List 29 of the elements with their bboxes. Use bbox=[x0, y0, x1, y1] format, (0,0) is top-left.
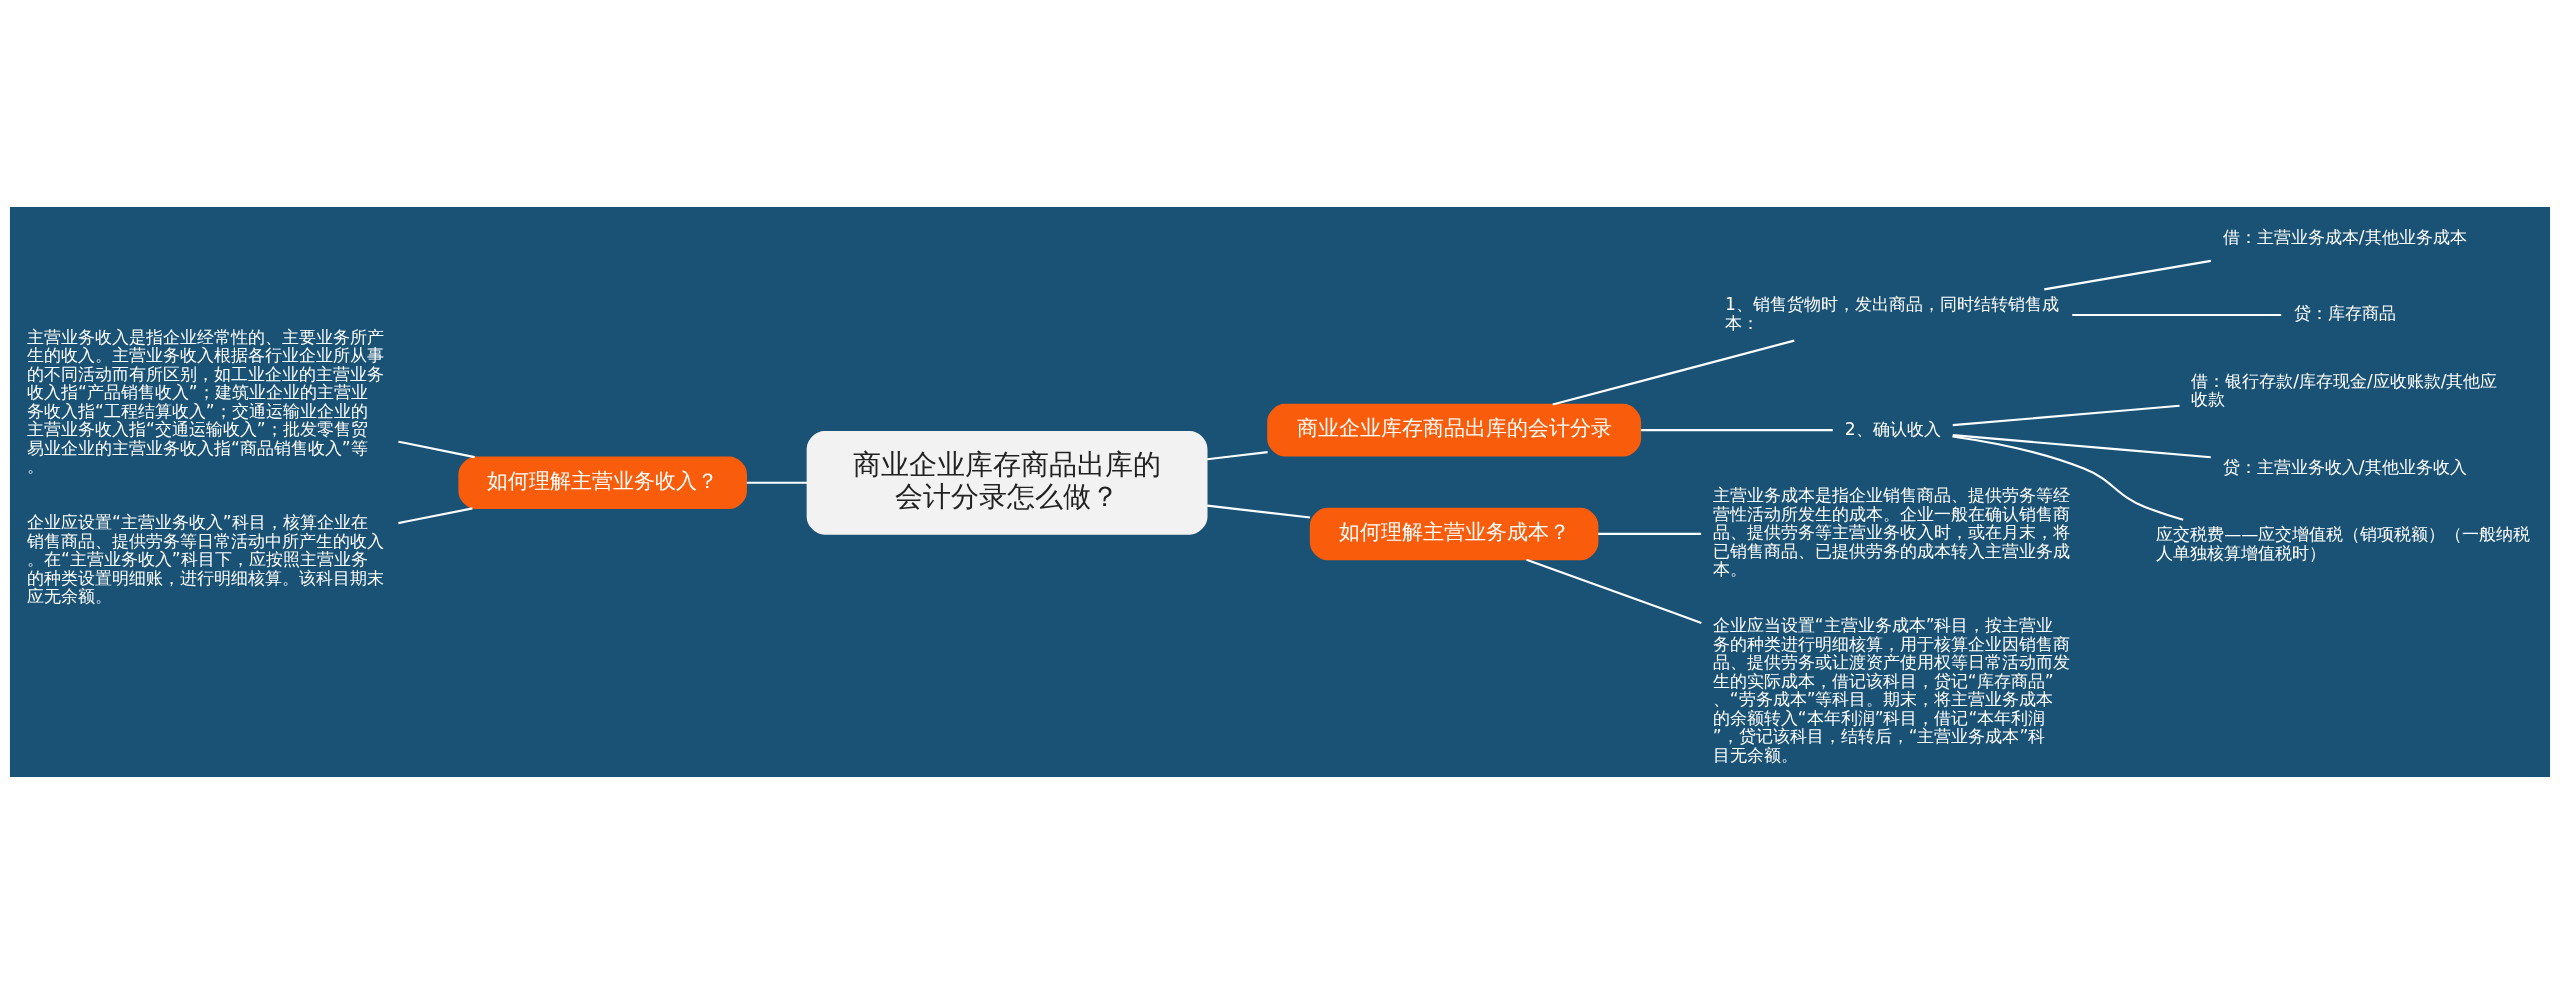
connector bbox=[398, 506, 473, 524]
node-text: 主营业务成本是指企业销售商品、提供劳务等经营性活动所发生的成本。企业一般在确认销售商品、提供劳务等主营业务收入时，或在月末，将已销售商品、已提供劳务的成本转入主营业务成本。 bbox=[1712, 484, 2070, 579]
node-box: 商业企业库存商品出库的会计分录怎么做？ bbox=[806, 430, 1208, 535]
node-text: 应交税费——应交增值税（销项税额）（一般纳税人单独核算增值税时） bbox=[2156, 523, 2531, 563]
connector bbox=[1952, 434, 2184, 521]
node-text: 借：主营业务成本/其他业务成本 bbox=[2222, 226, 2467, 247]
connector bbox=[1598, 532, 1702, 535]
node-text: 2、确认收入 bbox=[1844, 418, 1941, 439]
node-text: 贷：主营业务收入/其他业务收入 bbox=[2222, 456, 2467, 477]
node-text: 借：银行存款/库存现金/应收账款/其他应收款 bbox=[2191, 370, 2498, 409]
connector bbox=[1952, 433, 2211, 458]
connector bbox=[2072, 313, 2282, 316]
node-box: 如何理解主营业务收入？ bbox=[458, 455, 747, 509]
node-text: 1、销售货物时，发出商品，同时结转销售成本： bbox=[1724, 293, 2059, 333]
connector bbox=[1640, 428, 1833, 431]
connector bbox=[1952, 404, 2180, 426]
connector bbox=[398, 440, 475, 458]
node-text: 企业应设置“主营业务收入”科目，核算企业在销售商品、提供劳务等日常活动中所产生的收入。在“主营业务收入”科目下，应按照主营业务的种类设置明细账，进行明细核算。该科目期末应无余额。 bbox=[27, 511, 384, 606]
node-text: 主营业务收入是指企业经常性的、主要业务所产生的收入。主营业务收入根据各行业企业所从事的不同活动而有所区别，如工业企业的主营业务收入指“产品销售收入”；建筑业企业的主营业务收入指“工程结算收入”；交通运输业企业的主营业务收入指“交通运输收入”；批发零售贸易业企业的主营业务收入指“商品销售收入”等。 bbox=[27, 326, 384, 476]
connector bbox=[1207, 504, 1311, 519]
connector bbox=[1552, 339, 1795, 405]
node-text: 贷：库存商品 bbox=[2293, 302, 2396, 323]
node-box: 如何理解主营业务成本？ bbox=[1309, 507, 1599, 560]
node-text: 企业应当设置“主营业务成本”科目，按主营业务的种类进行明细核算，用于核算企业因销售商品、提供劳务或让渡资产使用权等日常活动而发生的实际成本，借记该科目，贷记“库存商品”、“劳务成本”等科目。期末，将主营业务成本的余额转入“本年利润”科目，借记“本年利润”，贷记该科目，结转后，“主营业务成本”科目无余额。 bbox=[1712, 614, 2070, 765]
connector bbox=[746, 481, 808, 484]
node-box: 商业企业库存商品出库的会计分录 bbox=[1267, 403, 1642, 456]
connector bbox=[2044, 259, 2212, 290]
connector bbox=[1526, 558, 1702, 624]
connector bbox=[1207, 450, 1268, 460]
